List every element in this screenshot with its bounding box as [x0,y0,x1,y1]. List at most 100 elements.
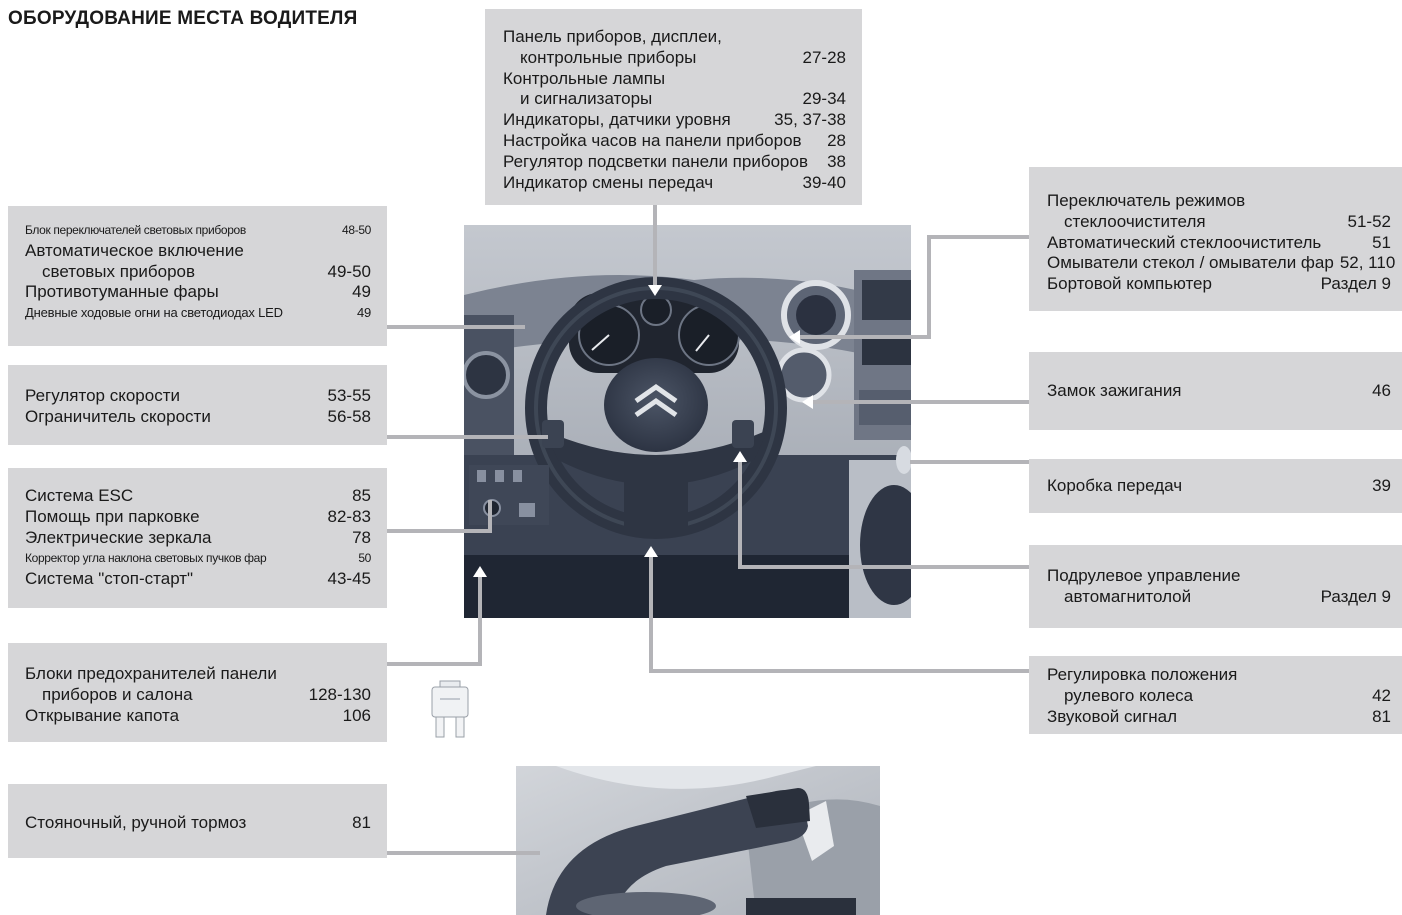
page-ref: 48-50 [342,223,371,237]
page-ref: Раздел 9 [1320,274,1391,294]
arrowhead-instrument-panel [648,285,662,296]
page-ref: 53-55 [327,386,371,405]
arrowhead-steering [644,546,658,557]
list-item: Автоматическое включение [25,241,371,262]
page-ref: 106 [342,705,371,725]
item-label: Помощь при парковке [25,506,200,526]
list-item: Индикатор смены передач 39-40 [503,173,846,194]
list-item: Бортовой компьютер Раздел 9 [1047,274,1391,295]
leader-line-audio [738,458,1030,569]
item-label: Регулятор подсветки панели приборов [503,151,808,171]
page-ref [840,27,846,48]
page-ref: 50 [358,551,371,566]
item-label: Блок переключателей световых приборов [25,223,246,237]
list-item: Система ESC 85 [25,486,371,507]
item-label: световых приборов [42,261,196,281]
ignition-box: Замок зажигания 46 [1029,352,1402,430]
page-ref [1385,191,1391,212]
page-ref [840,69,846,90]
page-ref [1385,566,1391,587]
item-label: Электрические зеркала [25,527,212,547]
page-ref: 29-34 [802,89,846,109]
list-item: Регулировка положения [1047,665,1391,686]
item-label: приборов и салона [42,684,193,704]
page-ref: 49 [352,282,371,302]
page-ref: 27-28 [802,47,846,67]
page-ref: 85 [352,486,371,505]
item-label: стеклоочистителя [1064,211,1206,231]
page-ref: 43-45 [327,569,371,589]
item-label: Индикатор смены передач [503,172,714,192]
list-item: Электрические зеркала 78 [25,528,371,549]
leader-line-esc [386,500,492,533]
page-ref: 78 [352,527,371,547]
page-ref: 51-52 [1347,211,1391,231]
item-label: Коробка передач [1047,476,1183,495]
page-ref: 81 [352,813,371,832]
item-label: Автоматический стеклоочиститель [1047,232,1322,252]
item-label: Система ESC [25,486,134,505]
item-label: Система "стоп-старт" [25,569,194,589]
list-item: Подрулевое управление [1047,566,1391,587]
item-label: Дневные ходовые огни на светодиодах LED [25,305,283,321]
list-item: Контрольные лампы [503,69,846,90]
lighting-box: Блок переключателей световых приборов 48-… [8,206,387,346]
item-label: Блоки предохранителей панели [25,664,277,683]
page-ref: 51 [1372,232,1391,252]
list-item: Блок переключателей световых приборов 48-… [25,220,371,241]
page-ref: 56-58 [327,406,371,426]
item-label: Открывание капота [25,705,180,725]
list-item: Корректор угла наклона световых пучков ф… [25,548,371,569]
page-ref: 49 [356,305,371,321]
list-item: Автоматический стеклоочиститель 51 [1047,233,1391,254]
arrowhead-fuses [473,566,487,577]
page-ref: 28 [827,130,846,150]
list-item: Открывание капота 106 [25,706,371,727]
item-label: Регулировка положения [1047,665,1238,684]
arrowhead-ignition [802,395,813,409]
page-ref: 81 [1372,706,1391,726]
list-item: приборов и салона 128-130 [25,685,371,706]
page-ref: 128-130 [308,684,371,704]
list-item: Система "стоп-старт" 43-45 [25,569,371,590]
item-label: Переключатель режимов [1047,191,1246,210]
item-label: Подрулевое управление [1047,566,1241,585]
item-label: Омыватели стекол / омыватели фар [1047,253,1334,273]
item-label: Замок зажигания [1047,381,1182,400]
arrowhead-audio [733,451,747,462]
parking-brake-illustration [516,766,880,915]
parking-brake-drawing [516,766,880,915]
item-label: Корректор угла наклона световых пучков ф… [25,551,267,566]
page-ref: 39-40 [802,172,846,192]
page-ref: 35, 37-38 [774,110,846,130]
wipers-box: Переключатель режимов стеклоочистителя 51… [1029,167,1402,311]
leader-line-steering [649,553,1030,673]
arrowhead-wipers [789,330,800,344]
item-label: Регулятор скорости [25,386,181,405]
item-label: Бортовой компьютер [1047,274,1212,294]
list-item: Переключатель режимов [1047,191,1391,212]
item-label: Противотуманные фары [25,282,219,302]
page-ref: 46 [1372,381,1391,400]
item-label: автомагнитолой [1064,586,1192,606]
speed-box: Регулятор скорости 53-55 Ограничитель ско… [8,365,387,445]
item-label: и сигнализаторы [520,89,653,109]
item-label: Контрольные лампы [503,68,666,88]
list-item: Панель приборов, дисплеи, [503,27,846,48]
page-ref [365,664,371,685]
